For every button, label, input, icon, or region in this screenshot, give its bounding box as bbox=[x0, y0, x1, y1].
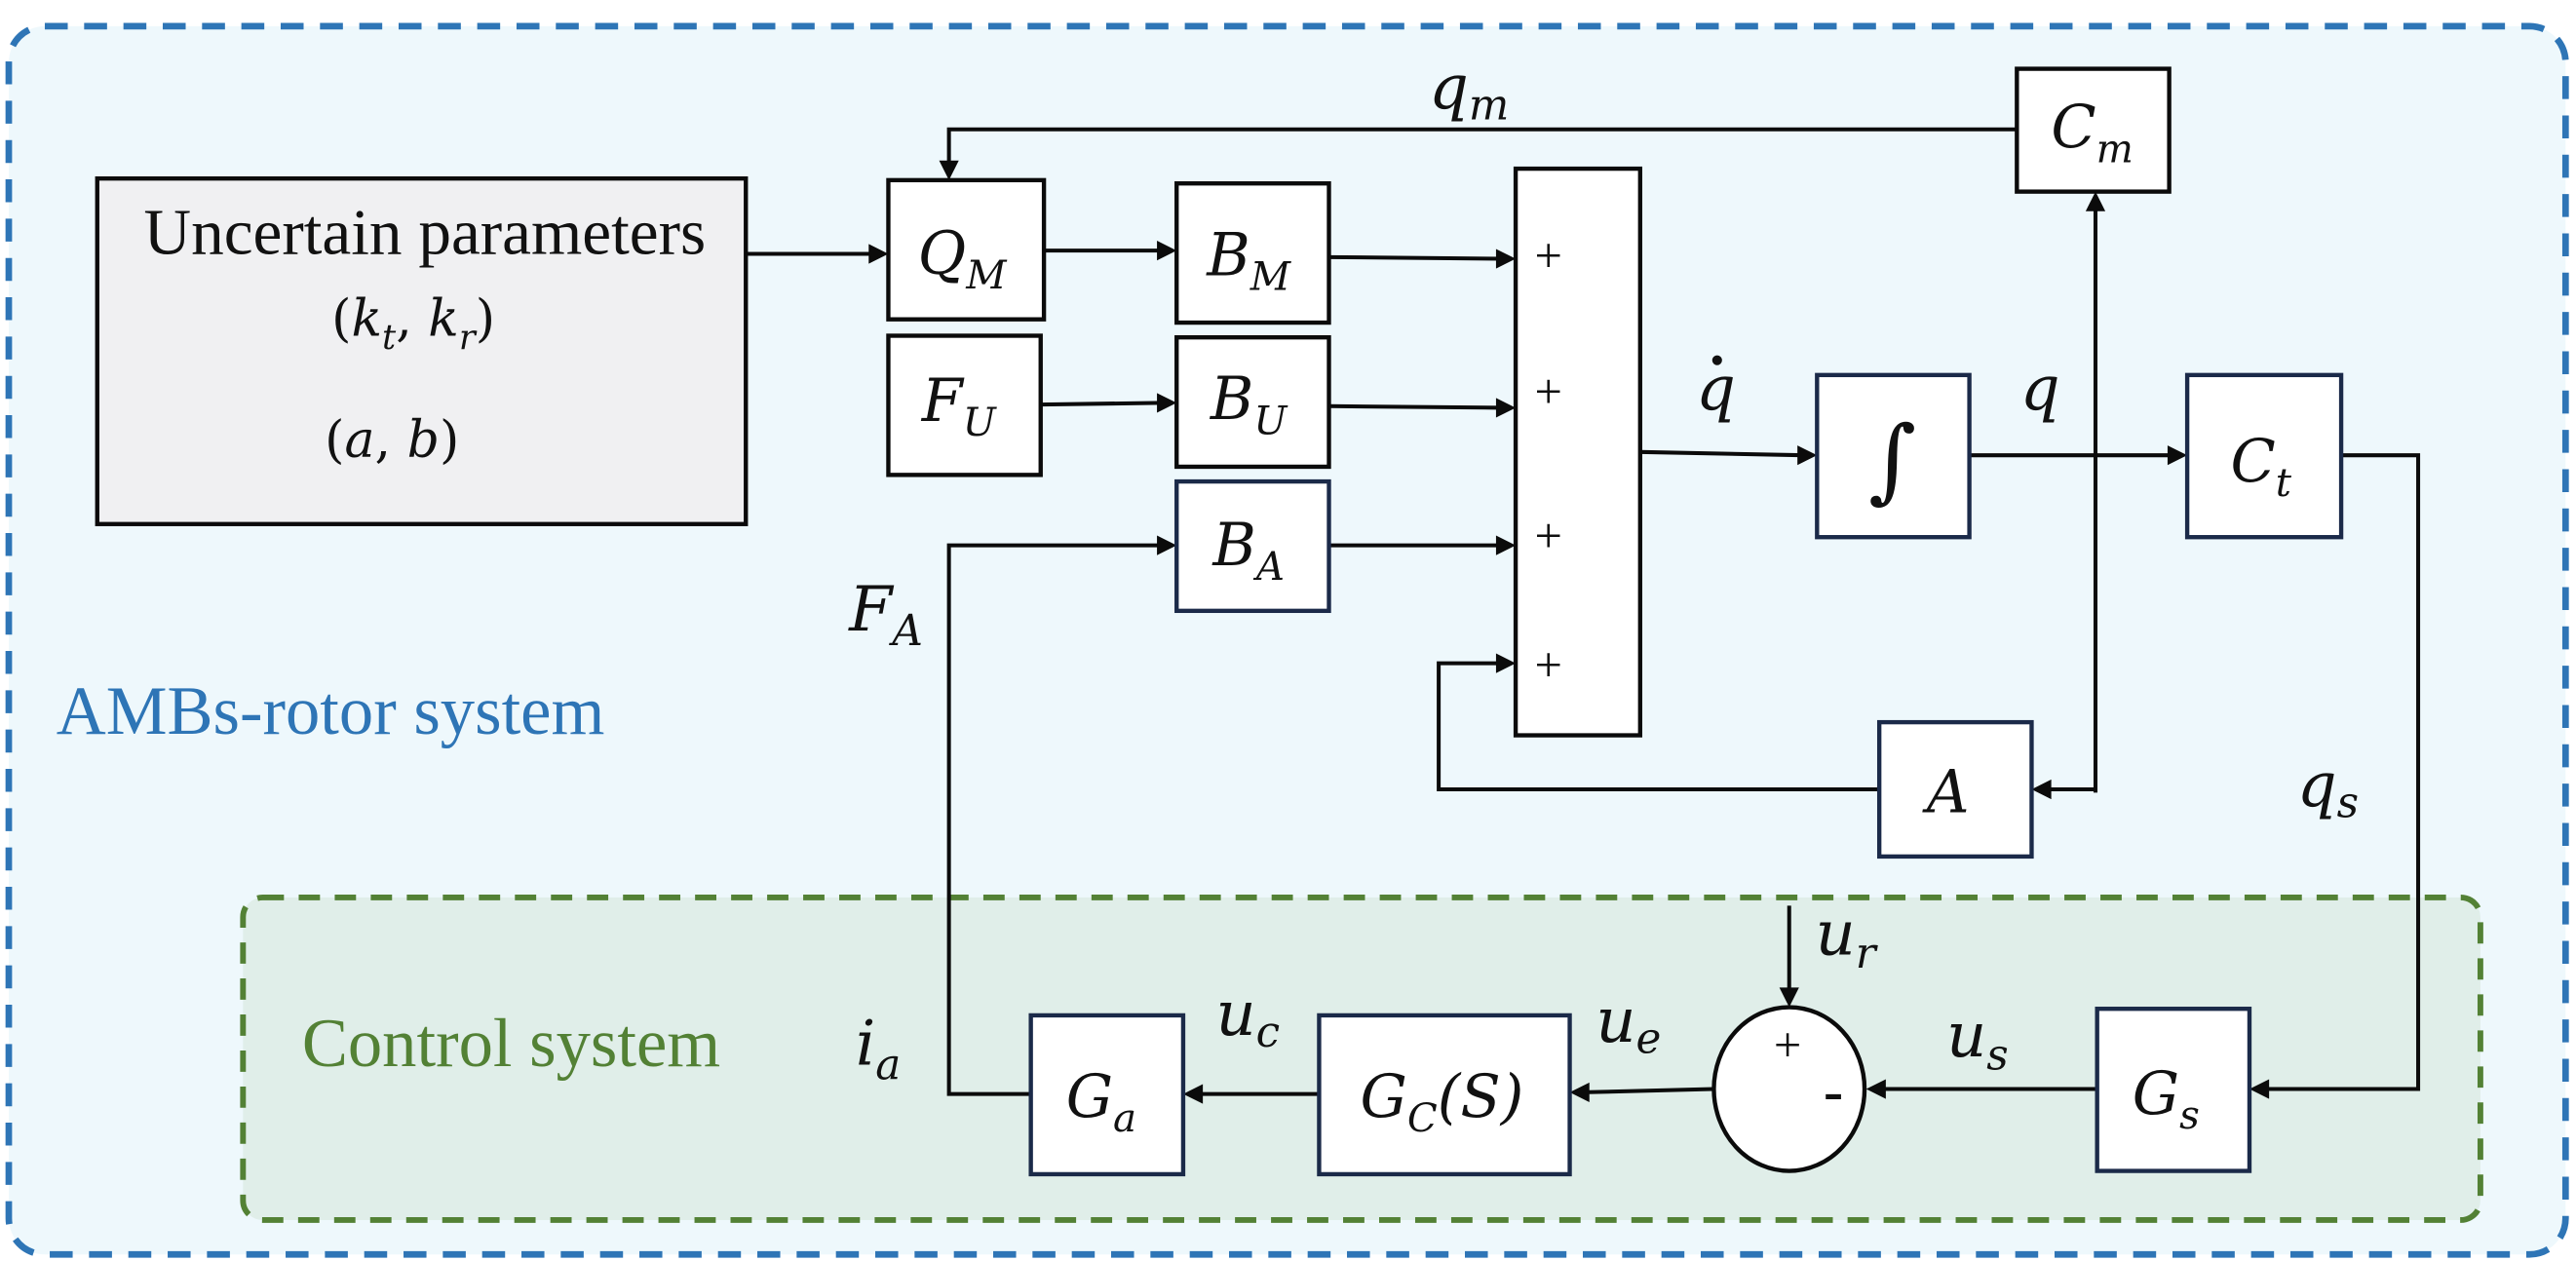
arrowhead bbox=[1182, 1084, 1204, 1104]
signal-ia: ia bbox=[856, 1008, 901, 1089]
svg-text:BA: BA bbox=[1211, 512, 1285, 590]
uncertain-parameters-title: Uncertain parameters bbox=[144, 195, 707, 268]
svg-text:Gs: Gs bbox=[2133, 1060, 2200, 1138]
signal-uc: uc bbox=[1216, 978, 1281, 1057]
wire-fu-to-bu bbox=[1040, 401, 1164, 407]
block-gc: GC(S) bbox=[1317, 1013, 1572, 1177]
svg-text:A: A bbox=[1922, 759, 1970, 827]
arrowhead bbox=[1495, 653, 1517, 673]
block-bu: BU bbox=[1174, 335, 1331, 470]
block-ga: Ga bbox=[1028, 1013, 1186, 1177]
svg-text:FU: FU bbox=[921, 367, 998, 445]
svg-text:BM: BM bbox=[1206, 221, 1291, 299]
sum-sign: + bbox=[1534, 637, 1561, 692]
block-integrator: ∫ bbox=[1815, 372, 1972, 540]
block-ct: Ct bbox=[2184, 372, 2344, 540]
arrowhead bbox=[1865, 1079, 1886, 1099]
signal-ue: ue bbox=[1596, 985, 1661, 1064]
block-cm: Cm bbox=[2015, 66, 2172, 194]
amb-rotor-system-label: AMBs-rotor system bbox=[57, 673, 605, 749]
uncertain-parameters-k: (kt, kr) bbox=[331, 290, 495, 358]
arrowhead bbox=[939, 160, 959, 180]
sum-sign: + bbox=[1534, 363, 1561, 418]
svg-text:Ga: Ga bbox=[1066, 1063, 1136, 1141]
signal-q: q bbox=[2020, 353, 2060, 425]
arrowhead bbox=[1797, 445, 1818, 466]
block-ba: BA bbox=[1174, 478, 1331, 614]
signal-us: us bbox=[1946, 1000, 2009, 1080]
arrowhead bbox=[1157, 535, 1177, 555]
arrowhead bbox=[1157, 241, 1177, 261]
block-fu: FU bbox=[886, 333, 1043, 478]
arrowhead bbox=[1779, 987, 1799, 1008]
wire-ga-to-ba bbox=[946, 543, 1164, 1096]
arrowhead bbox=[2167, 445, 2188, 466]
arrowhead bbox=[2085, 191, 2106, 211]
uncertain-parameters-ab: (a, b) bbox=[325, 411, 459, 470]
arrowhead bbox=[1495, 535, 1517, 555]
wire-comparator-to-gc bbox=[1582, 1087, 1714, 1094]
wire-bm-to-sum bbox=[1328, 254, 1503, 261]
comparator-minus: - bbox=[1824, 1058, 1843, 1124]
block-qm: QM bbox=[886, 177, 1047, 322]
arrowhead bbox=[2249, 1079, 2270, 1099]
svg-text:BU: BU bbox=[1210, 365, 1288, 443]
dot-accent bbox=[1711, 355, 1722, 365]
svg-text:Cm: Cm bbox=[2051, 94, 2134, 172]
block-bm: BM bbox=[1174, 181, 1331, 325]
signal-qdot: q bbox=[1696, 353, 1736, 425]
svg-text:∫: ∫ bbox=[1868, 407, 1916, 514]
sum-sign: + bbox=[1534, 508, 1561, 562]
arrowhead bbox=[1157, 393, 1177, 413]
block-a: A bbox=[1876, 719, 2034, 860]
arrowhead bbox=[868, 244, 889, 264]
svg-text:GC(S): GC(S) bbox=[1361, 1063, 1524, 1141]
svg-text:QM: QM bbox=[918, 220, 1009, 298]
sum-sign: + bbox=[1534, 228, 1561, 283]
arrowhead bbox=[1495, 398, 1517, 418]
signal-fa: FA bbox=[848, 574, 923, 656]
control-system-label: Control system bbox=[302, 1006, 720, 1082]
wire-a-to-sum bbox=[1437, 661, 1880, 792]
uncertain-parameters-block: Uncertain parameters (kt, kr) (a, b) bbox=[95, 175, 749, 526]
svg-text:Ct: Ct bbox=[2230, 428, 2291, 506]
arrowhead bbox=[2031, 779, 2052, 800]
arrowhead bbox=[1495, 248, 1517, 269]
signal-qm: qm bbox=[1429, 52, 1509, 131]
wire-ct-to-gs bbox=[2262, 453, 2421, 1091]
arrowhead bbox=[1569, 1082, 1590, 1102]
wire-cm-to-qm bbox=[946, 127, 2018, 168]
comparator-junction: + - bbox=[1711, 1005, 1867, 1173]
summation-block: + + + + bbox=[1513, 166, 1642, 738]
wire-bu-to-sum bbox=[1328, 403, 1503, 410]
signal-ur: ur bbox=[1816, 898, 1879, 978]
wire-sum-to-integrator bbox=[1639, 449, 1804, 458]
signal-qs: qs bbox=[2297, 749, 2359, 828]
comparator-plus: + bbox=[1774, 1017, 1801, 1072]
block-gs: Gs bbox=[2095, 1007, 2252, 1173]
connection-lines bbox=[746, 127, 2421, 1104]
